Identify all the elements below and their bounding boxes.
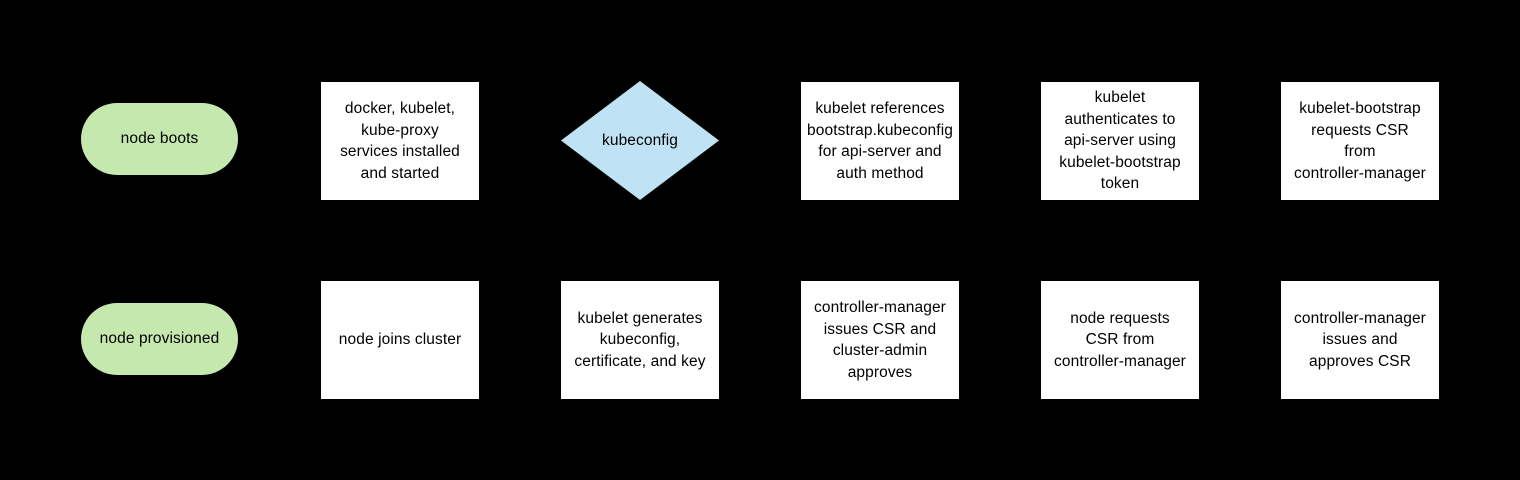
node-node-boots[interactable]: node boots [81,103,238,175]
node-label: node requests CSR from controller-manage… [1054,309,1186,370]
node-kubelet-generates-kubeconfig[interactable]: kubelet generates kubeconfig, certificat… [561,281,719,399]
node-label: kubeconfig [602,131,678,149]
node-label: node provisioned [99,330,220,348]
node-kubelet-authenticates[interactable]: kubelet authenticates to api-server usin… [1041,82,1199,200]
node-kubeconfig[interactable]: kubeconfig [561,81,719,200]
node-kubelet-bootstrap-requests-csr[interactable]: kubelet-bootstrap requests CSR from cont… [1281,82,1439,200]
node-services-installed[interactable]: docker, kubelet, kube-proxy services ins… [321,82,479,200]
node-label: controller-manager issues and approves C… [1294,309,1426,370]
node-label: controller-manager issues CSR and cluste… [814,299,946,381]
node-label: kubelet authenticates to api-server usin… [1059,89,1181,193]
node-label: docker, kubelet, kube-proxy services ins… [340,100,460,182]
node-kubelet-references-bootstrap[interactable]: kubelet references bootstrap.kubeconfig … [801,82,959,200]
node-label: node joins cluster [338,331,462,349]
node-label: kubelet generates kubeconfig, certificat… [574,309,706,370]
node-node-joins-cluster[interactable]: node joins cluster [321,281,479,399]
node-label: kubelet references bootstrap.kubeconfig … [807,100,953,182]
node-node-provisioned[interactable]: node provisioned [81,303,238,375]
node-node-requests-csr[interactable]: node requests CSR from controller-manage… [1041,281,1199,399]
node-label: node boots [120,130,199,148]
node-controller-manager-issues-csr[interactable]: controller-manager issues CSR and cluste… [801,281,959,399]
node-controller-manager-issues-approves[interactable]: controller-manager issues and approves C… [1281,281,1439,399]
node-label: kubelet-bootstrap requests CSR from cont… [1294,100,1426,182]
